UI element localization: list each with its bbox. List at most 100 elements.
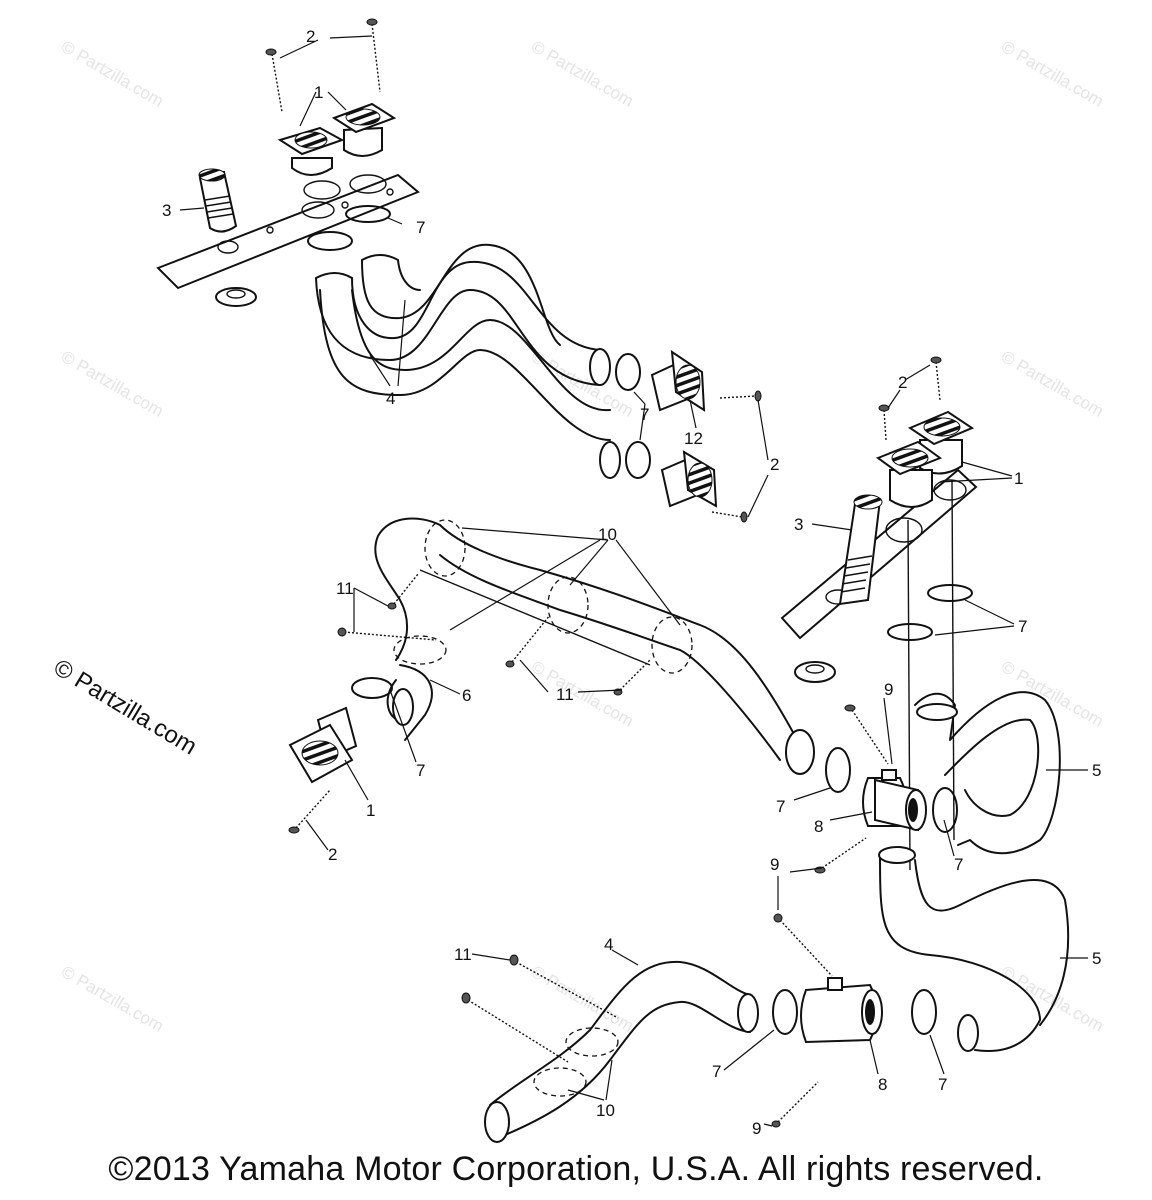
hose-clamp xyxy=(307,231,353,251)
callout-7: 7 xyxy=(712,1062,721,1081)
screw-11-f xyxy=(461,992,569,1063)
hose-clamp xyxy=(345,205,391,223)
watermark: © Partzilla.com xyxy=(58,962,167,1036)
callout-2: 2 xyxy=(898,373,907,392)
screw-11-b xyxy=(337,627,437,641)
hose-4-bottom xyxy=(489,960,751,1136)
watermark: © Partzilla.com xyxy=(58,347,167,421)
callout-7: 7 xyxy=(416,761,425,780)
screw-top-right xyxy=(366,18,381,93)
callout-7: 7 xyxy=(416,218,425,237)
sleeve-10 xyxy=(547,576,589,634)
hose-clamp xyxy=(351,677,393,699)
hose-clamp xyxy=(927,584,973,602)
callout-12: 12 xyxy=(684,429,703,448)
callout-6: 6 xyxy=(462,686,471,705)
leader-lines xyxy=(179,35,1088,1127)
callout-9: 9 xyxy=(770,855,779,874)
right-assembly xyxy=(780,356,1070,1052)
callout-labels: 2 1 3 7 4 7 12 2 2 1 3 7 10 11 11 6 9 7 … xyxy=(162,27,1101,1138)
sleeve-10 xyxy=(424,519,466,577)
callout-11: 11 xyxy=(556,685,574,704)
callout-2: 2 xyxy=(328,845,337,864)
callout-2: 2 xyxy=(770,455,779,474)
callout-1: 1 xyxy=(314,83,323,102)
callout-7: 7 xyxy=(1018,617,1027,636)
watermark: © Partzilla.com xyxy=(528,962,637,1036)
screw-right-lower xyxy=(878,404,890,441)
sleeve-10 xyxy=(393,635,447,665)
hose-clamp xyxy=(615,353,641,391)
callout-3: 3 xyxy=(794,515,803,534)
callout-8: 8 xyxy=(878,1075,887,1094)
hose-clamp xyxy=(887,623,933,641)
screw-9-a xyxy=(844,704,889,765)
callout-4: 4 xyxy=(604,935,613,954)
vent-top-right xyxy=(331,102,397,157)
screw-outlet-upper xyxy=(719,390,762,402)
callout-11: 11 xyxy=(454,945,472,964)
sleeve-10 xyxy=(533,1067,587,1097)
grommet-top xyxy=(215,287,257,307)
screw-9-b xyxy=(814,837,867,874)
hose-5-lower xyxy=(879,854,1070,1052)
screw-9-d xyxy=(771,1081,819,1128)
callout-11: 11 xyxy=(336,579,354,598)
vent-lower-left xyxy=(288,706,358,784)
muffler-8-upper xyxy=(862,769,927,832)
intake-fitting-top xyxy=(198,168,238,233)
callout-8: 8 xyxy=(814,817,823,836)
callout-10: 10 xyxy=(596,1101,615,1120)
hose-clamp xyxy=(932,787,958,833)
grommet-right xyxy=(794,661,836,683)
bottom-assembly xyxy=(461,913,937,1143)
mounting-plate-top xyxy=(156,173,420,290)
watermark: © Partzilla.com xyxy=(528,37,637,111)
screw-2-lower-left xyxy=(288,789,331,834)
screw-11-c xyxy=(505,614,551,668)
callout-2: 2 xyxy=(306,27,315,46)
hose-clamp xyxy=(625,441,651,479)
top-assembly xyxy=(156,18,762,523)
screw-outlet-lower xyxy=(711,511,748,523)
callout-5: 5 xyxy=(1092,761,1101,780)
mounting-plate-right xyxy=(780,468,978,640)
watermark: © Partzilla.com xyxy=(58,37,167,111)
callout-4: 4 xyxy=(386,389,395,408)
muffler-8-lower xyxy=(800,977,883,1044)
hose-clamp xyxy=(772,989,798,1035)
screw-right-upper xyxy=(930,356,942,401)
hose-4-middle xyxy=(374,517,801,761)
callout-7: 7 xyxy=(954,855,963,874)
callout-10: 10 xyxy=(598,525,617,544)
vent-top-left xyxy=(277,126,345,176)
sleeve-10 xyxy=(565,1027,619,1057)
vent-right-lower xyxy=(875,440,943,508)
screw-top-left xyxy=(265,48,283,113)
callout-1: 1 xyxy=(366,801,375,820)
callout-3: 3 xyxy=(162,201,171,220)
callout-7: 7 xyxy=(938,1075,947,1094)
watermark: © Partzilla.com xyxy=(998,347,1107,421)
callout-5: 5 xyxy=(1092,949,1101,968)
watermark: © Partzilla.com xyxy=(998,962,1107,1036)
partzilla-side-watermark: © Partzilla.com xyxy=(49,654,202,760)
copyright-footer: ©2013 Yamaha Motor Corporation, U.S.A. A… xyxy=(108,1150,1044,1188)
callout-9: 9 xyxy=(752,1119,761,1138)
hose-clamp xyxy=(825,747,851,793)
callout-7: 7 xyxy=(776,797,785,816)
hose-clamp xyxy=(911,989,937,1035)
hose-5-upper xyxy=(914,691,1061,855)
callout-7: 7 xyxy=(640,405,649,424)
outlet-12-lower xyxy=(660,450,718,508)
hose-4-lower xyxy=(361,243,561,346)
outlet-12-upper xyxy=(650,349,706,412)
callout-1: 1 xyxy=(1014,469,1023,488)
sleeve-10 xyxy=(651,616,693,674)
watermark: © Partzilla.com xyxy=(998,37,1107,111)
middle-assembly xyxy=(288,517,815,834)
callout-9: 9 xyxy=(884,680,893,699)
intake-fitting-right xyxy=(838,494,883,606)
vent-right-upper xyxy=(907,410,975,475)
